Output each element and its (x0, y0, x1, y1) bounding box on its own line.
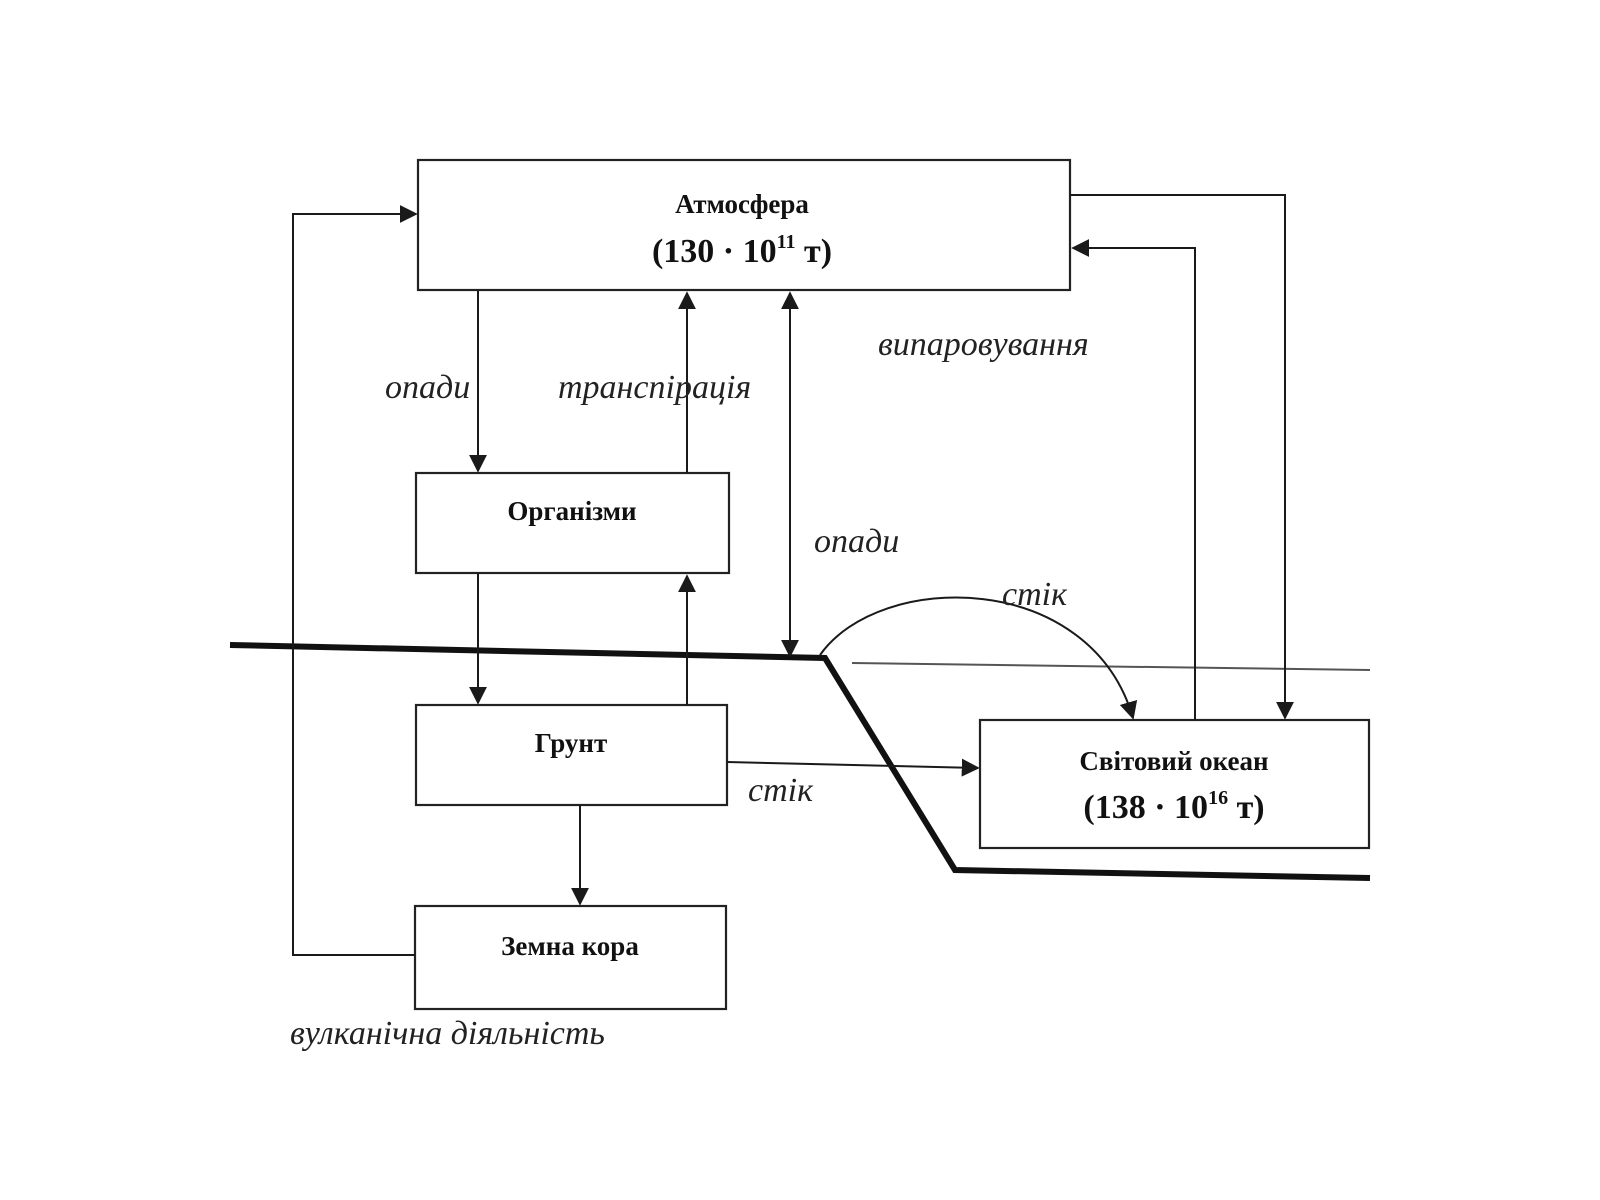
atmosphere-box (416, 158, 1072, 292)
ocean-surface-line (851, 662, 1371, 671)
label-evaporation: випаровування (878, 326, 1089, 363)
label-precip-organisms: опади (385, 369, 470, 406)
label-transpiration: транспірація (558, 369, 751, 406)
ocean-box (978, 718, 1371, 850)
label-volcanic: вулканічна діяльність (290, 1015, 605, 1052)
atmosphere-title: Атмосфера (675, 189, 809, 219)
ocean-value: (138 · 1016 т) (1083, 787, 1264, 826)
label-precip-surface: опади (814, 523, 899, 560)
arrow-volcanic (292, 205, 418, 956)
organisms-title: Організми (507, 496, 636, 526)
soil-box (414, 703, 729, 807)
arrow-evaporation (1071, 239, 1196, 720)
soil-title: Грунт (535, 728, 607, 758)
label-runoff-soil: стік (748, 772, 814, 809)
arrow-runoff-soil-to-ocean (726, 758, 980, 777)
ocean-title: Світовий океан (1079, 746, 1268, 776)
crust-title: Земна кора (501, 931, 639, 961)
atmosphere-value: (130 · 1011 т) (652, 231, 832, 270)
arrow-runoff-arc (819, 596, 1138, 720)
label-runoff-arc: стік (1002, 576, 1068, 613)
ground-surface-line (229, 642, 1371, 881)
crust-box (413, 904, 728, 1011)
arrow-atmosphere-to-ocean (1070, 194, 1294, 720)
organisms-box (414, 471, 731, 575)
